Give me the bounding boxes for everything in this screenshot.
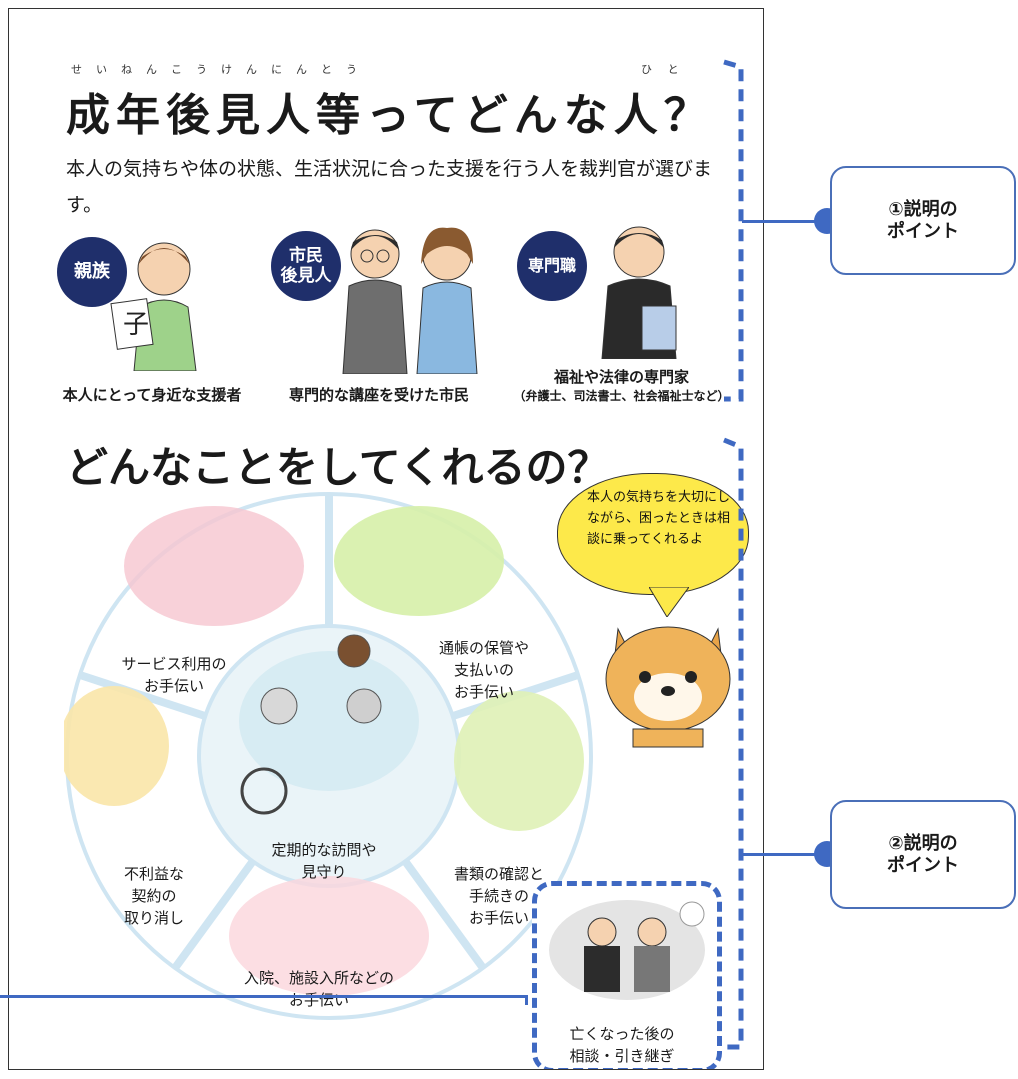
segment-regular-visits: 定期的な訪問や 見守り — [271, 841, 377, 881]
badge-relative: 親族 — [57, 237, 127, 307]
connector-line-3-vertical — [525, 995, 528, 1005]
bracket-section1 — [723, 59, 744, 402]
connector-line-3 — [0, 995, 528, 998]
cat-mascot — [593, 599, 743, 749]
caption-relative: 本人にとって身近な支援者 — [62, 386, 242, 404]
caption-professional: 福祉や法律の専門家 （弁護士、司法書士、社会福祉士など） — [499, 366, 744, 404]
segment-service-use: サービス利用の お手伝い — [121, 655, 227, 695]
after-death-box: 亡くなった後の 相談・引き継ぎ — [532, 881, 722, 1069]
callout-2-line1: ②説明の — [888, 832, 958, 854]
segment-documents-procedures: 書類の確認と 手続きの お手伝い — [453, 865, 544, 927]
bracket-section2 — [723, 437, 744, 1050]
connector-line-2 — [742, 853, 827, 856]
speech-bubble-text: 本人の気持ちを大切にしながら、困ったときは相談に乗ってくれるよ — [587, 490, 731, 547]
citizen-guardian-illustration — [327, 214, 492, 375]
section2-title: どんなことをしてくれるの？ — [66, 443, 610, 492]
segment-after-death: 亡くなった後の 相談・引き継ぎ — [569, 1025, 675, 1065]
callout-2-line2: ポイント — [887, 854, 959, 876]
badge-professional: 専門職 — [517, 231, 587, 301]
callout-point-1: ①説明の ポイント — [830, 166, 1016, 275]
relative-illustration: 子 — [94, 231, 214, 372]
badge-citizen-guardian: 市民 後見人 — [271, 231, 341, 301]
leaflet-page: せいねんこうけんにんとう ひと 成年後見人等ってどんな人？ 本人の気持ちや体の状… — [8, 8, 764, 1070]
caption-citizen-guardian: 専門的な講座を受けた市民 — [288, 386, 469, 404]
section1-title: 成年後見人等ってどんな人？ — [66, 90, 714, 141]
speech-bubble — [557, 473, 749, 595]
speech-bubble-tail — [649, 587, 689, 617]
connector-line-1 — [742, 220, 827, 223]
title-furigana-2: ひと — [641, 63, 695, 76]
segment-contract-cancellation: 不利益な 契約の 取り消し — [123, 865, 184, 927]
professional-illustration — [584, 214, 694, 360]
support-wheel — [59, 491, 594, 1021]
callout-1-line1: ①説明の — [888, 198, 958, 220]
section1-intro: 本人の気持ちや体の状態、生活状況に合った支援を行う人を裁判官が選びます。 — [66, 158, 713, 216]
segment-hospital-admission: 入院、施設入所などの お手伝い — [243, 969, 394, 1009]
title-furigana: せいねんこうけんにんとう — [71, 63, 371, 76]
segment-passbook-payments: 通帳の保管や 支払いの お手伝い — [438, 639, 529, 701]
caption-professional-examples: （弁護士、司法書士、社会福祉士など） — [513, 389, 730, 403]
svg-text:子: 子 — [123, 310, 149, 340]
callout-1-line2: ポイント — [887, 220, 959, 242]
callout-point-2: ②説明の ポイント — [830, 800, 1016, 909]
